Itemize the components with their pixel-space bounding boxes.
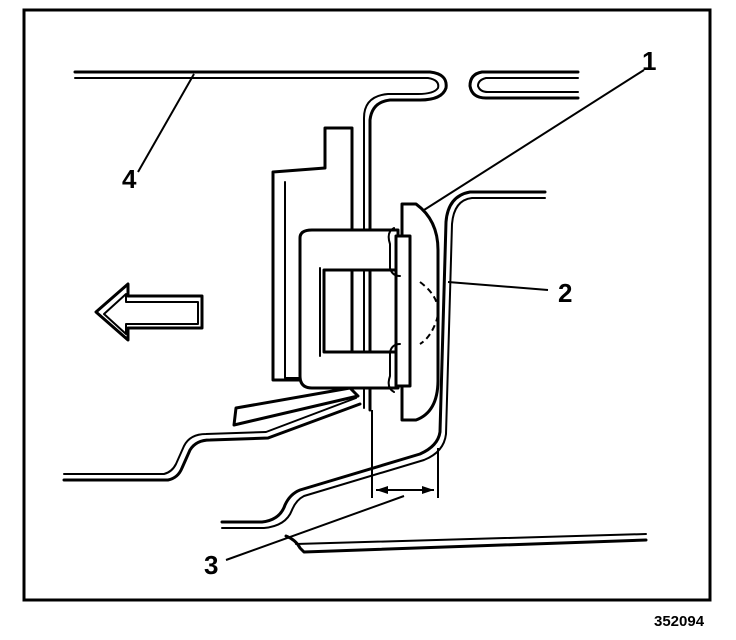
outer-panel — [220, 190, 547, 529]
callout-1: 1 — [642, 46, 656, 76]
gap-dimension — [371, 410, 439, 498]
upper-panel — [73, 70, 580, 412]
figure-id: 352094 — [654, 613, 705, 630]
fastener-head — [387, 202, 440, 422]
callout-2: 2 — [558, 278, 572, 308]
clip-retainer — [298, 228, 400, 390]
figure-frame — [22, 8, 712, 602]
callout-3: 3 — [204, 550, 218, 580]
callout-4: 4 — [122, 164, 137, 194]
leader-line-3 — [225, 495, 405, 561]
leader-line-2 — [447, 281, 549, 291]
arrow-left-icon — [94, 282, 204, 342]
leader-line-4 — [137, 73, 195, 173]
leader-line-1 — [423, 69, 645, 211]
